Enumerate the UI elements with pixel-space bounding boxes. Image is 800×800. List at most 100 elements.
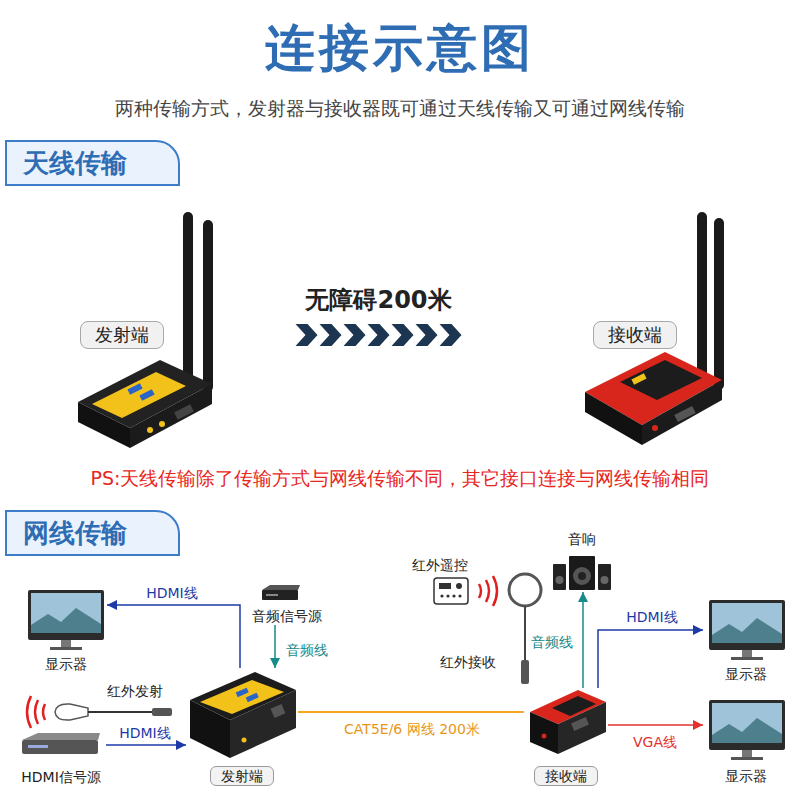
illustration-part [631, 373, 646, 385]
receiver-device [530, 690, 606, 754]
node-text: 发射端 [95, 324, 149, 345]
end-label-box: 发射端 [80, 321, 164, 349]
illustration-part [642, 380, 722, 445]
audio-source-node: 音频信号源 [245, 580, 329, 625]
illustration-part [31, 608, 101, 633]
illustration-part [159, 421, 165, 427]
device-label: 红外接收 [440, 653, 496, 671]
illustration-part [486, 580, 489, 602]
illustration-part [558, 702, 606, 754]
illustration-part [697, 212, 707, 388]
monitor-icon [709, 700, 785, 760]
note: PS:天线传输除了传输方式与网线传输不同，其它接口连接与网线传输相同 [91, 466, 710, 490]
illustration-part [152, 708, 172, 716]
illustration-part [190, 700, 230, 758]
connector-label: HDMI线 [143, 584, 201, 602]
illustration-part [452, 594, 455, 597]
transmitter-device [190, 672, 296, 758]
illustration-part [236, 688, 249, 697]
speaker-icon [553, 556, 611, 590]
illustration-part [524, 606, 526, 660]
illustration-part [731, 657, 763, 660]
illustration-part [712, 618, 782, 643]
connector-label: 无障碍200米 [302, 285, 454, 315]
illustration-part [246, 693, 259, 702]
illustration-part [43, 704, 45, 720]
illustration-part [27, 696, 31, 728]
connector [608, 720, 703, 730]
illustration-part [28, 745, 48, 748]
illustration-part [585, 392, 642, 445]
connector [296, 324, 462, 346]
illustration-part [674, 406, 695, 422]
illustration-part [542, 734, 547, 739]
section-tab: 天线传输 [5, 140, 180, 186]
node-text: 发射端 [210, 766, 274, 786]
illustration-part [742, 750, 752, 758]
end-label-box: 接收端 [593, 321, 677, 349]
remote-icon [434, 576, 497, 606]
chevron [392, 324, 414, 346]
illustration-part [174, 404, 194, 419]
illustration-part [456, 583, 462, 589]
illustration-part [270, 704, 285, 718]
illustration-part [55, 704, 88, 720]
illustration-part [183, 212, 193, 390]
illustration-part [22, 733, 100, 740]
connector-line [598, 630, 703, 688]
receiver-device [585, 212, 724, 445]
arrow-head [176, 740, 186, 750]
illustration-part [147, 427, 153, 433]
player-icon [262, 585, 300, 600]
illustration-part [569, 556, 595, 590]
chevron [320, 324, 342, 346]
illustration-part [521, 660, 529, 684]
connector-label: 音频线 [283, 641, 331, 659]
illustration-part [139, 389, 154, 401]
node-text: 网线传输 [23, 516, 127, 551]
node-text: 显示器 [725, 767, 767, 785]
transmitter-node: 发射端 [186, 668, 298, 786]
arrow-head [107, 600, 117, 610]
illustration-part [479, 584, 481, 598]
illustration-part [440, 594, 443, 597]
connector-label: VGA线 [630, 733, 680, 751]
illustration-part [620, 360, 702, 400]
illustration-part [530, 712, 558, 754]
illustration-part [242, 738, 247, 743]
illustration-part [714, 218, 724, 390]
arrow-head [578, 592, 588, 602]
illustration-part [712, 603, 782, 643]
node-text: 显示器 [725, 665, 767, 683]
illustration-part [28, 590, 104, 640]
illustration-part [553, 564, 566, 590]
connector-line [106, 744, 186, 746]
illustration-part [230, 690, 296, 758]
illustration-part [556, 576, 564, 584]
speaker-node: 音响 [548, 530, 616, 592]
illustration-part [88, 711, 152, 713]
illustration-part [578, 572, 586, 580]
illustration-part [712, 718, 782, 743]
connector-label: 音频线 [528, 633, 576, 651]
illustration-part [61, 640, 71, 648]
hdmi-source-node: HDMI信号源 [16, 728, 106, 786]
connector [598, 625, 703, 688]
illustration-part [571, 717, 589, 731]
illustration-part [31, 593, 101, 633]
subtitle: 两种传输方式，发射器与接收器既可通过天线传输又可通过网线传输 [115, 96, 685, 120]
illustration-part [601, 576, 609, 584]
connector-line [582, 592, 584, 688]
node-text: 天线传输 [23, 146, 127, 181]
node-text: 接收端 [534, 766, 598, 786]
source-box-icon [22, 733, 100, 754]
illustration-part [731, 757, 763, 760]
illustration-part [712, 703, 782, 743]
illustration-part [652, 425, 658, 431]
connector [298, 712, 524, 713]
illustration-part [262, 585, 300, 590]
illustration-part [266, 594, 278, 596]
illustration-part [509, 574, 541, 606]
illustration-part [78, 402, 130, 448]
